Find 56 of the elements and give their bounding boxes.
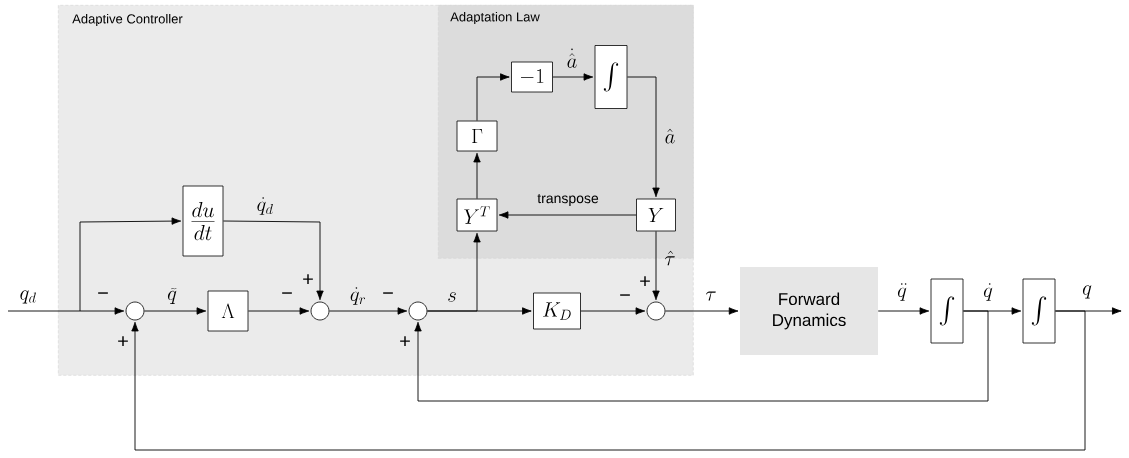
arrow bbox=[79, 217, 182, 312]
block: $Y^T$ bbox=[456, 198, 498, 232]
region-title: Adaptive Controller bbox=[72, 13, 183, 27]
arrow bbox=[476, 73, 510, 122]
edge-label: $\hat{a}$ bbox=[665, 128, 675, 144]
edge-label: $\widetilde{q}$ bbox=[167, 288, 177, 304]
block: $\int$ bbox=[594, 45, 628, 109]
edge-label: transpose bbox=[537, 194, 599, 206]
arrow bbox=[580, 307, 646, 315]
arrow bbox=[877, 307, 930, 315]
arrow bbox=[131, 310, 1086, 451]
block: $Y$ bbox=[636, 198, 676, 232]
edge-label: $\dot{\hat{a}}$ bbox=[567, 48, 577, 68]
edge-label: $q_d$ bbox=[20, 290, 36, 304]
sign-label: + bbox=[303, 274, 313, 284]
sign-label: + bbox=[640, 276, 650, 286]
arrow bbox=[7, 307, 125, 315]
arrow bbox=[328, 307, 408, 315]
block: $-1$ bbox=[511, 61, 553, 93]
edge-label: $\dot{q}_d$ bbox=[257, 197, 273, 215]
summing-junction bbox=[125, 301, 145, 321]
arrow bbox=[664, 307, 739, 315]
edge-label: $q$ bbox=[1082, 285, 1092, 299]
block: $\int$ bbox=[930, 278, 964, 344]
arrow bbox=[552, 73, 594, 81]
edge-label: $\tau$ bbox=[706, 291, 716, 301]
sign-label: + bbox=[118, 336, 128, 346]
block: $\Gamma$ bbox=[456, 120, 498, 152]
arrow bbox=[652, 230, 660, 301]
summing-junction bbox=[646, 301, 666, 321]
sign-label: − bbox=[98, 292, 108, 294]
edge-label: $\ddot{q}$ bbox=[897, 283, 907, 301]
arrow bbox=[143, 307, 207, 315]
edge-label: $s$ bbox=[448, 292, 456, 302]
arrow bbox=[247, 307, 310, 315]
arrow bbox=[426, 232, 481, 312]
edge-label: $\dot{q}_r$ bbox=[350, 287, 365, 305]
arrow bbox=[473, 152, 481, 200]
block: $\Lambda$ bbox=[207, 290, 249, 332]
arrow bbox=[222, 220, 324, 301]
arrow bbox=[498, 211, 637, 219]
edge-label: $\hat{\tau}$ bbox=[664, 250, 675, 266]
region-title: Adaptation Law bbox=[450, 11, 540, 25]
sign-label: − bbox=[282, 292, 292, 294]
summing-junction bbox=[310, 301, 330, 321]
summing-junction bbox=[408, 301, 428, 321]
arrow bbox=[626, 76, 660, 198]
sign-label: − bbox=[620, 294, 630, 296]
edge-label: $\dot{q}$ bbox=[983, 283, 993, 301]
arrow bbox=[414, 310, 989, 402]
sign-label: − bbox=[383, 292, 393, 294]
block: $\frac{du}{dt}$ bbox=[182, 185, 224, 257]
sign-label: + bbox=[400, 336, 410, 346]
dynamics-block: Forward Dynamics bbox=[740, 267, 878, 355]
block: $\int$ bbox=[1022, 278, 1056, 344]
block: $K_D$ bbox=[533, 292, 581, 330]
